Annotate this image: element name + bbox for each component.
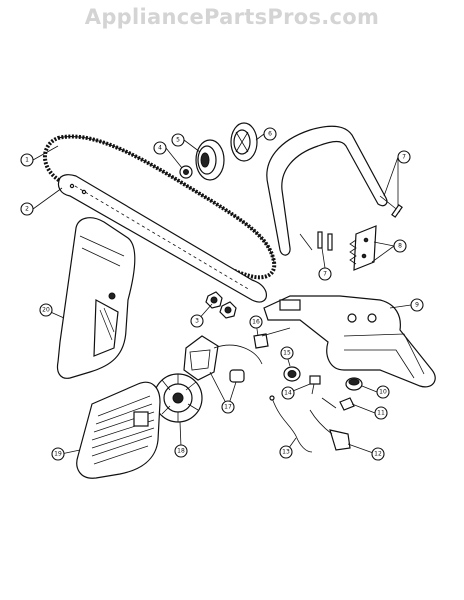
callout-17[interactable]: 17 bbox=[221, 400, 235, 414]
svg-text:13: 13 bbox=[282, 449, 290, 456]
bar-nuts[interactable] bbox=[205, 291, 237, 319]
svg-text:7: 7 bbox=[323, 271, 327, 278]
ignition-module[interactable] bbox=[183, 335, 263, 383]
callout-6[interactable]: 6 bbox=[263, 127, 277, 141]
fuel-filter[interactable] bbox=[321, 397, 355, 411]
svg-text:15: 15 bbox=[283, 350, 291, 357]
svg-text:17: 17 bbox=[224, 404, 232, 411]
svg-text:3: 3 bbox=[195, 318, 199, 325]
callout-9[interactable]: 9 bbox=[410, 298, 424, 312]
guide-bar[interactable] bbox=[57, 174, 267, 303]
callout-15[interactable]: 15 bbox=[280, 346, 294, 360]
svg-text:9: 9 bbox=[415, 302, 419, 309]
callout-7-handle[interactable]: 7 bbox=[397, 150, 411, 164]
starter-housing[interactable] bbox=[76, 381, 161, 479]
callout-20[interactable]: 20 bbox=[39, 303, 53, 317]
side-cover[interactable] bbox=[56, 217, 136, 379]
callout-7-bolts[interactable]: 7 bbox=[318, 267, 332, 281]
watermark: AppliancePartsPros.com bbox=[85, 5, 379, 29]
svg-text:5: 5 bbox=[176, 137, 180, 144]
plug[interactable] bbox=[309, 375, 321, 395]
svg-text:8: 8 bbox=[398, 243, 402, 250]
fuel-cap[interactable] bbox=[345, 377, 363, 391]
svg-text:1: 1 bbox=[25, 157, 29, 164]
callout-5[interactable]: 5 bbox=[171, 133, 185, 147]
front-handle[interactable] bbox=[266, 125, 403, 256]
callout-13[interactable]: 13 bbox=[279, 445, 293, 459]
svg-text:7: 7 bbox=[402, 154, 406, 161]
svg-text:18: 18 bbox=[177, 448, 185, 455]
callouts: 1 2 3 4 5 6 7 7 8 9 10 11 12 13 14 15 16… bbox=[20, 127, 424, 461]
svg-text:12: 12 bbox=[374, 451, 382, 458]
svg-text:11: 11 bbox=[377, 410, 385, 417]
svg-text:16: 16 bbox=[252, 319, 260, 326]
switch-trigger[interactable] bbox=[253, 327, 291, 349]
flywheel[interactable] bbox=[153, 373, 203, 423]
svg-text:6: 6 bbox=[268, 131, 272, 138]
clutch[interactable] bbox=[230, 122, 258, 162]
svg-text:2: 2 bbox=[25, 206, 29, 213]
callout-18[interactable]: 18 bbox=[174, 444, 188, 458]
svg-text:19: 19 bbox=[54, 451, 62, 458]
svg-text:4: 4 bbox=[158, 145, 162, 152]
callout-10[interactable]: 10 bbox=[376, 385, 390, 399]
callout-3[interactable]: 3 bbox=[190, 314, 204, 328]
callout-19[interactable]: 19 bbox=[51, 447, 65, 461]
callout-16[interactable]: 16 bbox=[249, 315, 263, 329]
ground-wire[interactable] bbox=[269, 395, 313, 453]
callout-12[interactable]: 12 bbox=[371, 447, 385, 461]
svg-text:10: 10 bbox=[379, 389, 387, 396]
callout-8[interactable]: 8 bbox=[393, 239, 407, 253]
callout-11[interactable]: 11 bbox=[374, 406, 388, 420]
callout-2[interactable]: 2 bbox=[20, 202, 34, 216]
sprocket-nut[interactable] bbox=[179, 165, 193, 179]
rear-handle-housing[interactable] bbox=[263, 295, 436, 388]
bumper-spike[interactable] bbox=[349, 225, 377, 271]
svg-text:14: 14 bbox=[284, 390, 292, 397]
callout-14[interactable]: 14 bbox=[281, 386, 295, 400]
clutch-drum[interactable] bbox=[195, 139, 225, 181]
fuel-line[interactable] bbox=[309, 409, 351, 451]
svg-text:20: 20 bbox=[42, 307, 50, 314]
callout-4[interactable]: 4 bbox=[153, 141, 167, 155]
callout-1[interactable]: 1 bbox=[20, 153, 34, 167]
primer-bulb[interactable] bbox=[283, 366, 301, 382]
